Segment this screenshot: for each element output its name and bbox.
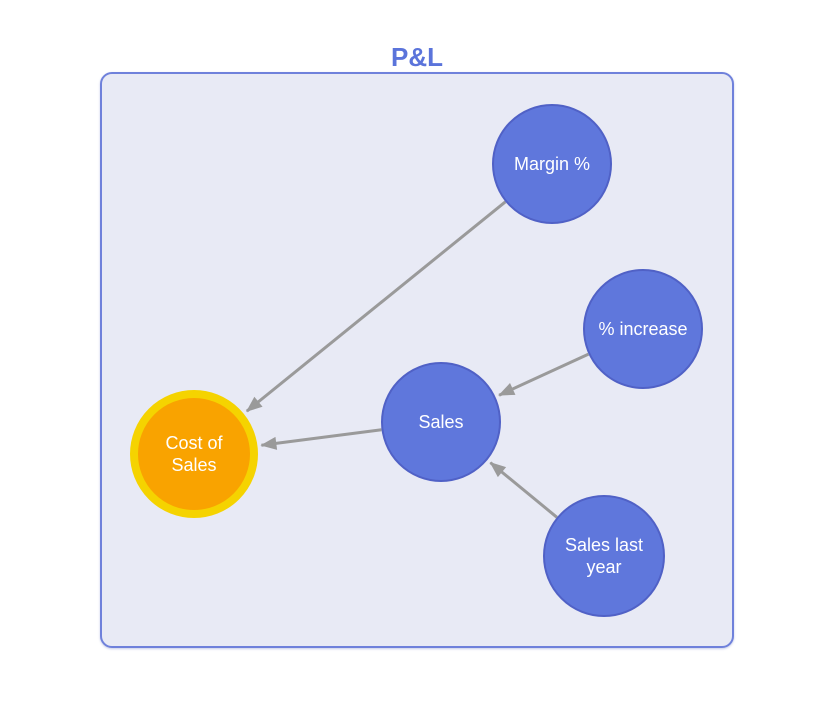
diagram-title: P&L [391, 42, 443, 72]
node-label: Sales [418, 412, 464, 432]
node-label: % increase [598, 319, 688, 339]
node-sales-last-year[interactable]: Sales last year [543, 495, 665, 617]
node-pct-increase[interactable]: % increase [583, 269, 703, 389]
node-label: Cost of Sales [165, 433, 223, 475]
node-cost-of-sales[interactable]: Cost of Sales [130, 390, 258, 518]
node-label: Sales last year [564, 535, 644, 577]
node-label: Margin % [513, 154, 591, 174]
node-margin-pct[interactable]: Margin % [492, 104, 612, 224]
node-sales[interactable]: Sales [381, 362, 501, 482]
